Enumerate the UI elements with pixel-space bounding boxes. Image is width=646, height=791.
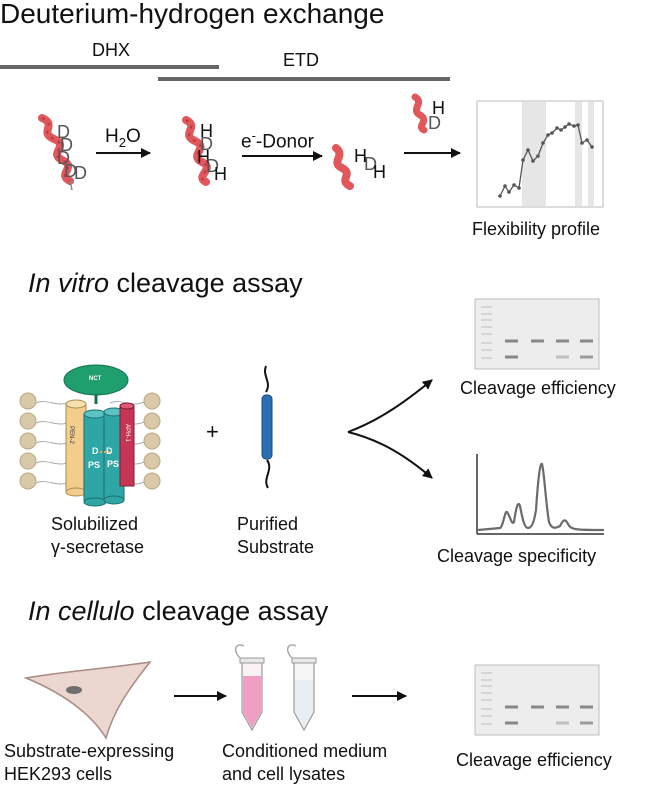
peptide-helix-3 [332,144,354,190]
peptide1-label-d5: D [74,163,87,183]
flexibility-profile-label: Flexibility profile [472,219,601,239]
dhx-label: DHX [92,40,131,60]
nct-label: NCT [89,376,102,382]
cells-label: Substrate-expressing HEK293 cells [4,741,175,784]
peptide3-label-1: H [354,146,367,166]
tube-medium [234,644,265,732]
peptide-fragment-small [411,93,428,134]
branch-arrow-efficiency [347,379,433,433]
pen2-label: PEN-2 [67,426,74,444]
peptide2-label-3: H [197,147,210,167]
cleavage-efficiency-label-vitro: Cleavage efficiency [460,378,616,398]
hek293-cell [23,660,152,740]
peptide2-label-2: D [200,134,213,154]
peptide2-label-1: H [200,121,213,141]
ps2-label: PS [107,459,120,469]
medium-label: Conditioned medium and cell lysates [222,741,388,784]
asp2-label: D [106,446,113,456]
etd-label: ETD [283,50,319,70]
gel-image-cellulo [474,664,600,736]
peptide1-label-d1: D [57,122,70,142]
h2o-label: H2O [105,126,141,150]
fragment-d-label: D [428,113,441,133]
tube-lysate [286,644,317,732]
peptide2-label-4: D [206,156,219,176]
pen2-subunit [65,399,87,497]
gel-image-vitro [474,298,600,370]
aph1-label: APH-1 [123,424,130,442]
presenilin-subunit [83,407,125,507]
enzyme-label: Solubilized γ-secretase [51,514,145,557]
peptide1-label-d2: D [60,135,73,155]
section-title-cellulo: In cellulo cleavage assay [28,596,329,626]
asp1-label: D [92,446,99,456]
chromatogram-chart [476,454,605,535]
ps1-label: PS [88,460,101,470]
peptide3-label-2: D [364,154,377,174]
flexibility-profile-chart [476,100,604,208]
plus-sign: + [206,419,219,444]
peptide3-label-3: H [373,162,386,182]
peptide1-label-d3: D [57,148,70,168]
aph1-subunit [119,402,135,487]
section-title-vitro: In vitro cleavage assay [28,268,303,298]
peptide-helix-1 [38,114,74,191]
peptide2-label-5: H [214,164,227,184]
cleavage-efficiency-label-cellulo: Cleavage efficiency [456,750,612,770]
peptide1-label-d4: D [64,161,77,181]
peptide-helix-2 [182,116,211,186]
fragment-h-label: H [432,98,445,118]
substrate-label: Purified Substrate [237,514,315,557]
substrate-molecule [261,365,273,489]
branch-arrow-specificity [347,431,433,479]
donor-label: e--Donor [241,128,314,153]
cleavage-specificity-label: Cleavage specificity [437,546,597,566]
section-title-dhx: Deuterium-hydrogen exchange [0,0,385,29]
